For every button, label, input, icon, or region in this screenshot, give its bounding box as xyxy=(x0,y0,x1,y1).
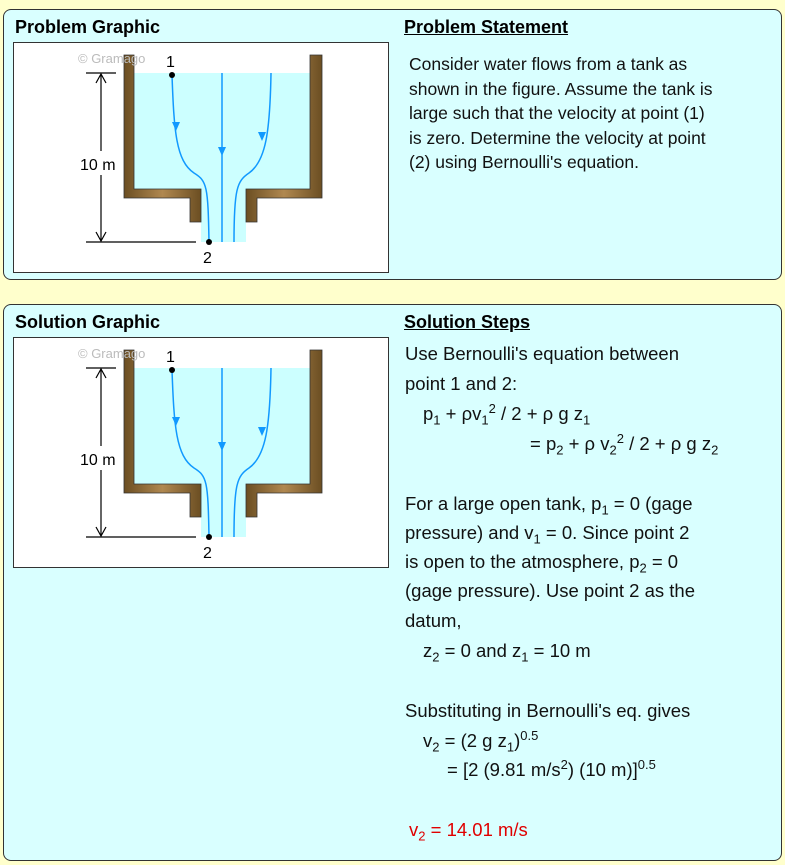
text-segment: = 14.01 m/s xyxy=(425,819,528,840)
solution-figure: © Gramago 1 2 10 m xyxy=(13,337,389,568)
height-label: 10 m xyxy=(80,157,116,174)
solution-line: p1 + ρv12 / 2 + ρ g z1 xyxy=(423,400,591,428)
statement-line: Consider water flows from a tank as xyxy=(409,54,688,74)
streamline xyxy=(233,72,272,243)
text-segment: / 2 + ρ g z xyxy=(495,403,583,424)
text-segment: Substituting in Bernoulli's eq. gives xyxy=(405,700,691,721)
solution-line: Use Bernoulli's equation between xyxy=(405,342,679,366)
solution-line: = p2 + ρ v22 / 2 + ρ g z2 xyxy=(530,430,719,458)
watermark: © Gramago xyxy=(78,51,145,66)
text-segment: pressure) and v xyxy=(405,522,534,543)
solution-line: point 1 and 2: xyxy=(405,372,517,396)
text-segment: 2 xyxy=(639,560,647,576)
solution-line: (gage pressure). Use point 2 as the xyxy=(405,579,695,603)
watermark: © Gramago xyxy=(78,346,145,361)
solution-line: Substituting in Bernoulli's eq. gives xyxy=(405,699,690,723)
text-segment: v xyxy=(409,819,419,840)
text-segment: For a large open tank, p xyxy=(405,493,602,514)
solution-graphic-heading: Solution Graphic xyxy=(15,312,161,332)
text-segment: point 1 and 2: xyxy=(405,373,518,394)
problem-statement: Consider water flows from a tank as show… xyxy=(409,52,713,175)
problem-panel: Problem Graphic Problem Statement © Gram… xyxy=(3,9,782,280)
text-segment: z xyxy=(423,640,433,661)
text-segment: 0.5 xyxy=(520,727,539,743)
streamline xyxy=(233,367,272,538)
point-2-marker xyxy=(206,534,212,540)
point-1-marker xyxy=(169,367,175,373)
text-segment: = 0 (gage xyxy=(608,493,693,514)
text-segment: (gage pressure). Use point 2 as the xyxy=(405,580,695,601)
solution-line: = [2 (9.81 m/s2) (10 m)]0.5 xyxy=(447,758,656,782)
text-segment: 2 xyxy=(616,430,624,446)
text-segment: = 0. Since point 2 xyxy=(540,522,690,543)
solution-line: z2 = 0 and z1 = 10 m xyxy=(423,639,591,665)
text-segment: / 2 + ρ g z xyxy=(623,433,712,454)
point-2-label: 2 xyxy=(203,250,212,267)
problem-statement-heading: Problem Statement xyxy=(404,17,569,37)
text-segment: = 0 and z xyxy=(439,640,522,661)
text-segment: 1 xyxy=(481,412,489,428)
text-segment: = 0 xyxy=(646,551,679,572)
text-segment: 1 xyxy=(583,412,591,428)
solution-line: For a large open tank, p1 = 0 (gage xyxy=(405,492,693,518)
text-segment: 2 xyxy=(432,739,440,755)
text-segment: 1 xyxy=(533,531,541,547)
text-segment: 2 xyxy=(711,442,719,458)
text-segment: is open to the atmosphere, p xyxy=(405,551,640,572)
tank-left-wall xyxy=(123,349,202,518)
text-segment: p xyxy=(423,403,434,424)
problem-figure: © Gramago 1 2 10 m xyxy=(13,42,389,273)
tank-right-wall xyxy=(245,349,323,518)
solution-line: v2 = (2 g z1)0.5 xyxy=(423,727,539,755)
height-label: 10 m xyxy=(80,452,116,469)
statement-line: (2) using Bernoulli's equation. xyxy=(409,152,640,172)
tank-left-wall xyxy=(123,54,202,223)
text-segment: 1 xyxy=(506,739,515,755)
point-1-marker xyxy=(169,72,175,78)
statement-line: large such that the velocity at point (1… xyxy=(409,103,705,123)
text-segment: 2 xyxy=(609,442,617,458)
solution-panel: Solution Graphic Solution Steps © Gramag… xyxy=(3,304,782,861)
text-segment: + ρv xyxy=(440,403,482,424)
solution-steps-heading: Solution Steps xyxy=(404,312,530,332)
text-segment: 1 xyxy=(601,502,609,518)
text-segment: 2 xyxy=(556,442,564,458)
text-segment: 0.5 xyxy=(637,756,656,772)
text-segment: 2 xyxy=(488,400,496,416)
text-segment: = 10 m xyxy=(528,640,591,661)
text-segment: datum, xyxy=(405,610,462,631)
text-segment: ) xyxy=(514,730,521,751)
text-segment: = p xyxy=(530,433,557,454)
text-segment: 2 xyxy=(560,756,568,772)
streamline xyxy=(171,74,210,243)
text-segment: + ρ v xyxy=(563,433,610,454)
text-segment: = (2 g z xyxy=(439,730,507,751)
text-segment: 2 xyxy=(418,828,426,844)
text-segment: = [2 (9.81 m/s xyxy=(447,759,561,780)
point-2-label: 2 xyxy=(203,545,212,562)
text-segment: 1 xyxy=(433,412,441,428)
text-segment: 1 xyxy=(521,649,529,665)
point-1-label: 1 xyxy=(166,349,175,366)
text-segment: v xyxy=(423,730,433,751)
solution-line: is open to the atmosphere, p2 = 0 xyxy=(405,550,679,576)
statement-line: shown in the figure. Assume the tank is xyxy=(409,78,713,99)
text-segment: Use Bernoulli's equation between xyxy=(405,343,680,364)
solution-line: pressure) and v1 = 0. Since point 2 xyxy=(405,521,690,547)
solution-line: datum, xyxy=(405,609,462,633)
statement-line: is zero. Determine the velocity at point xyxy=(409,127,706,148)
streamline xyxy=(171,369,210,538)
text-segment: 2 xyxy=(432,649,440,665)
point-2-marker xyxy=(206,239,212,245)
text-segment: ) (10 m)] xyxy=(567,759,638,780)
final-answer: v2 = 14.01 m/s xyxy=(409,818,528,844)
point-1-label: 1 xyxy=(166,54,175,71)
problem-graphic-heading: Problem Graphic xyxy=(15,17,161,37)
tank-right-wall xyxy=(245,54,323,223)
